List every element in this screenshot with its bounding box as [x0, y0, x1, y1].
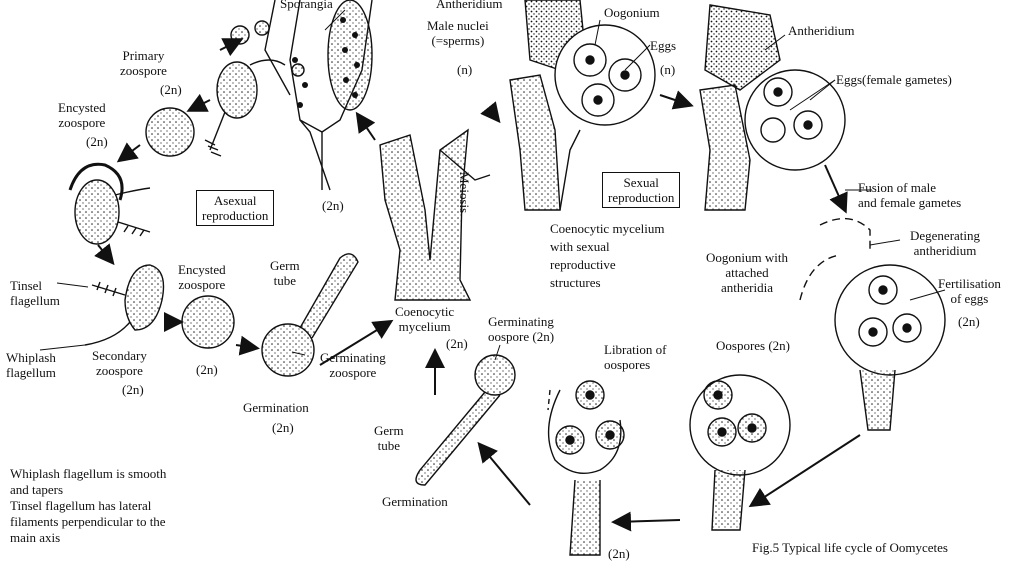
label-eggs-ploidy: (n): [660, 62, 676, 77]
box-asexual-reproduction: Asexual reproduction: [196, 190, 275, 226]
label-antheridium-2: Antheridium: [788, 23, 855, 38]
label-male-nuclei: Male nuclei (=sperms): [427, 18, 489, 48]
primary-zoospore-drawing: [204, 59, 286, 157]
label-germ-tube-2: Germ tube: [374, 423, 404, 453]
label-germination-ploidy-1: (2n): [272, 420, 294, 435]
label-primary-zoospore: Primary zoospore: [120, 48, 167, 78]
label-whiplash-flagellum: Whiplash flagellum: [6, 350, 56, 380]
sporangia-drawing: [230, 0, 373, 191]
label-germinating-zoospore: Germinating zoospore: [320, 350, 386, 380]
cycle-arrows: [94, 38, 861, 532]
box-sexual-reproduction: Sexual reproduction: [602, 172, 681, 208]
label-oogonium: Oogonium: [604, 5, 660, 20]
germinating-zoospore-drawing: [261, 253, 359, 377]
encysted-zoospore-2-drawing: [181, 295, 235, 349]
label-oogonium-attached: Oogonium with attached antheridia: [706, 250, 788, 295]
label-coenocytic-mycelium: Coenocytic mycelium: [395, 304, 455, 334]
label-encysted-ploidy-1: (2n): [86, 134, 108, 149]
germinating-oospore-drawing: [415, 354, 516, 486]
label-bottom-ploidy: (2n): [608, 546, 630, 561]
flagellum-note: Whiplash flagellum is smooth and tapers …: [10, 466, 167, 545]
label-secondary-zoospore: Secondary zoospore: [92, 348, 147, 378]
label-mycelium-sexual: Coenocytic mycelium with sexual reproduc…: [550, 221, 665, 290]
encysted-zoospore-1-drawing: [145, 107, 195, 157]
label-eggs: Eggs: [650, 38, 676, 53]
label-fertilisation: Fertilisation of eggs: [938, 276, 1001, 306]
leader-lines: [39, 9, 946, 361]
label-degenerating-antheridium: Degenerating antheridium: [910, 228, 981, 258]
label-primary-ploidy: (2n): [160, 82, 182, 97]
fertilised-oogonium-drawing: [799, 217, 946, 431]
label-germ-tube-1: Germ tube: [270, 258, 300, 288]
label-germinating-oospore: Germinating oospore (2n): [488, 314, 555, 344]
label-tinsel-flagellum: Tinsel flagellum: [10, 278, 60, 308]
label-encysted-zoospore-2: Encysted zoospore: [178, 262, 226, 292]
label-oospores: Oospores (2n): [716, 338, 791, 353]
label-encysted-zoospore-1: Encysted zoospore: [58, 100, 106, 130]
label-encysted-ploidy-2: (2n): [196, 362, 218, 377]
label-sporangia: Sporangia: [280, 0, 333, 11]
label-sporangia-ploidy: (2n): [322, 198, 344, 213]
label-germination-2: Germination: [382, 494, 448, 509]
secondary-zoospore-drawing: [84, 264, 165, 346]
label-meiosis: Meiosis: [457, 172, 472, 214]
label-mycelium-ploidy: (2n): [446, 336, 468, 351]
label-eggs-female: Eggs(female gametes): [836, 72, 952, 87]
oospores-drawing: [689, 374, 791, 531]
figure-caption: Fig.5 Typical life cycle of Oomycetes: [752, 540, 948, 555]
label-libration: Libration of oospores: [604, 342, 667, 372]
sexual-mycelium-drawing: [509, 0, 656, 211]
label-germination-1: Germination: [243, 400, 309, 415]
fertilisation-structures-drawing: [699, 4, 846, 211]
liberation-drawing: [547, 380, 625, 556]
label-secondary-ploidy: (2n): [122, 382, 144, 397]
label-antheridium-1: Antheridium: [436, 0, 503, 11]
emerging-zoospore-drawing: [68, 162, 151, 245]
label-male-ploidy: (n): [457, 62, 473, 77]
coenocytic-mycelium-drawing: [379, 128, 491, 301]
label-fertilisation-ploidy: (2n): [958, 314, 980, 329]
label-fusion: Fusion of male and female gametes: [858, 180, 962, 210]
